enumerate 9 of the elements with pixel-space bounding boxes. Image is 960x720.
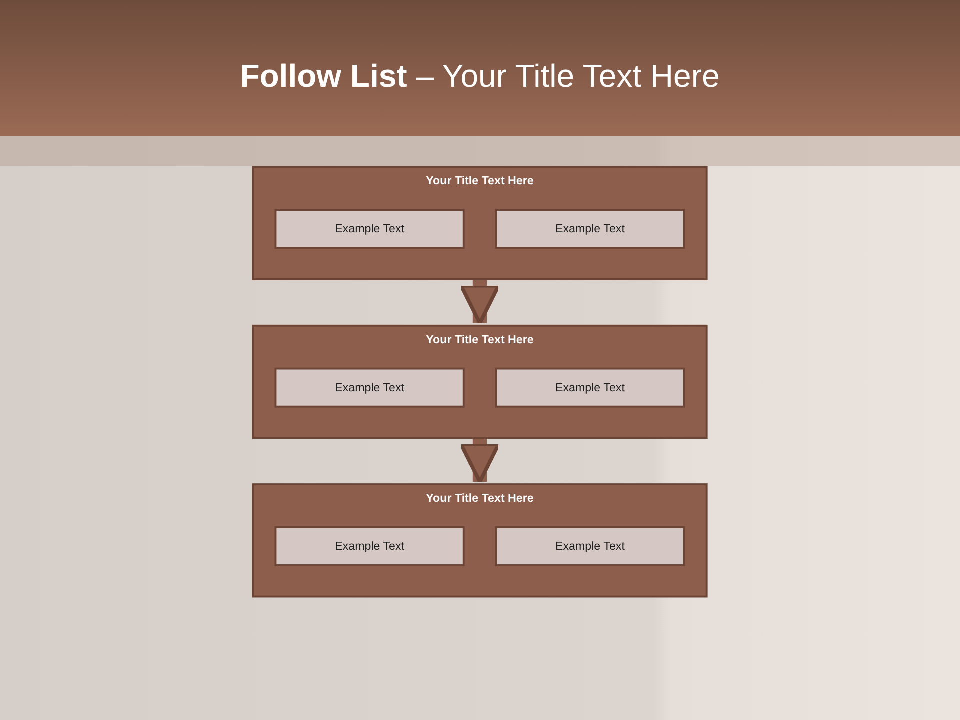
node-box: Example Text xyxy=(274,526,465,566)
node-box: Example Text xyxy=(495,209,686,250)
slide-title: Follow List – Your Title Text Here xyxy=(239,57,721,96)
arrow xyxy=(459,279,501,326)
node-box: Example Text xyxy=(274,209,465,250)
node-box: Example Text xyxy=(495,368,686,408)
node-box: Example Text xyxy=(495,526,686,566)
arrow xyxy=(459,438,501,484)
node-box: Example Text xyxy=(274,368,465,408)
